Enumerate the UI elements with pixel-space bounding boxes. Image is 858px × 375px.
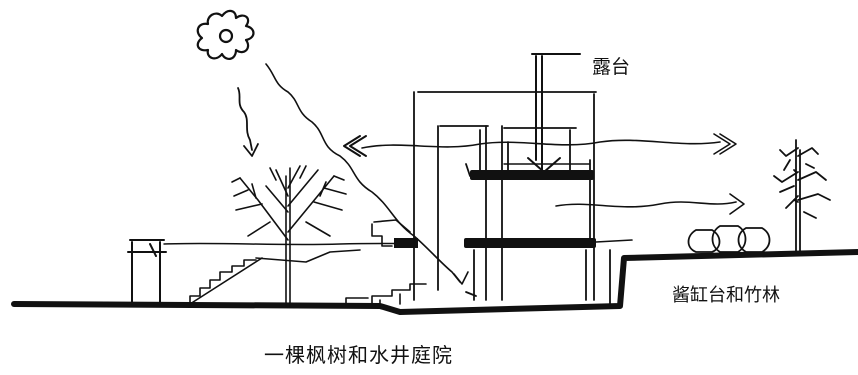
building-frame <box>413 91 597 301</box>
stair-left <box>189 249 361 305</box>
bamboo-icon <box>773 139 831 253</box>
stair-upper <box>371 219 411 247</box>
left-pavilion-frame <box>127 239 167 305</box>
wind-arrow-icon <box>343 135 367 157</box>
jar-terrace-bamboo-label: 酱缸台和竹林 <box>672 285 780 306</box>
wind-arrow-lower <box>555 193 745 215</box>
sunlight-arrow-icon <box>237 87 259 157</box>
maple-tree-icon <box>231 165 347 307</box>
jar-icon <box>737 227 771 253</box>
courtyard-label: 一棵枫树和水井庭院 <box>264 343 453 367</box>
roof-terrace-label: 露台 <box>592 56 631 78</box>
jar-icon <box>687 229 721 253</box>
upper-walkway-line <box>163 242 415 246</box>
roof-terrace-mast <box>527 53 581 179</box>
stair-small <box>345 283 427 307</box>
wind-arrow-upper <box>361 133 737 155</box>
sun-icon <box>196 9 255 60</box>
upper-floor-slab <box>470 163 594 180</box>
ground-line <box>11 249 858 315</box>
jar-group <box>687 225 771 253</box>
lower-walls <box>465 249 611 305</box>
mid-floor-slab <box>464 238 633 248</box>
dark-beam <box>394 238 418 248</box>
